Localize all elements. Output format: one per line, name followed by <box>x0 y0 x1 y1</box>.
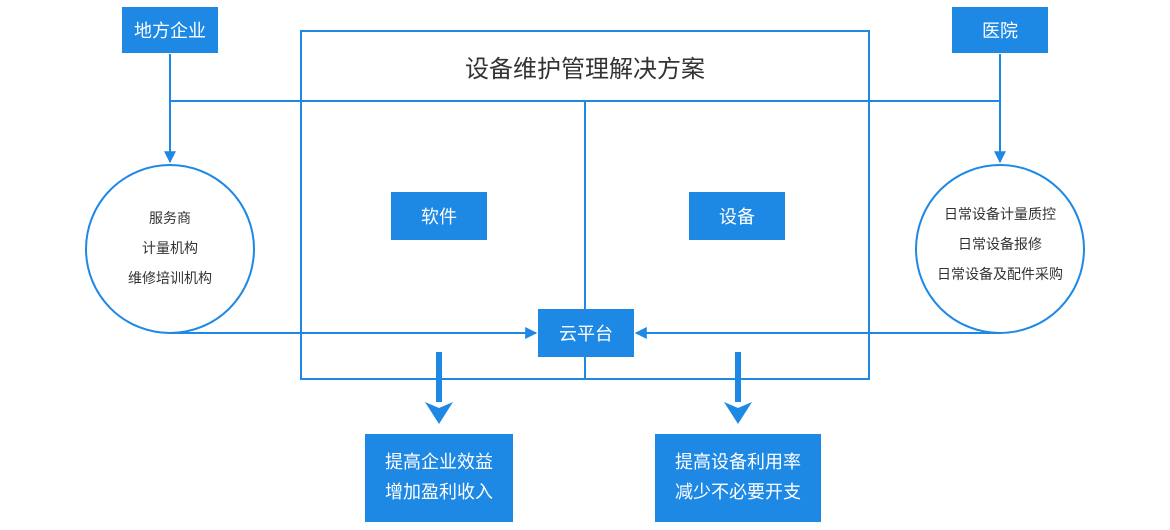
main-solution-box <box>300 30 870 380</box>
local-enterprise-label: 地方企业 <box>122 7 218 53</box>
left-outcome-box: 提高企业效益 增加盈利收入 <box>365 434 513 522</box>
left-circle-item: 维修培训机构 <box>128 271 212 287</box>
left-circle-item: 服务商 <box>149 211 191 227</box>
left-down-arrow <box>425 352 453 424</box>
left-circle-item: 计量机构 <box>142 241 198 257</box>
software-label: 软件 <box>391 192 487 240</box>
cloud-platform-label: 云平台 <box>538 309 634 357</box>
right-outcome-box: 提高设备利用率 减少不必要开支 <box>655 434 821 522</box>
right-circle-item: 日常设备报修 <box>958 237 1042 253</box>
left-outcome-line: 提高企业效益 <box>385 452 493 473</box>
left-outcome-line: 增加盈利收入 <box>385 482 493 503</box>
right-circle-item: 日常设备及配件采购 <box>937 267 1063 283</box>
right-circle-list: 日常设备计量质控 日常设备报修 日常设备及配件采购 <box>910 170 1090 320</box>
equipment-label: 设备 <box>689 192 785 240</box>
right-outcome-line: 减少不必要开支 <box>675 482 801 503</box>
right-outcome-line: 提高设备利用率 <box>675 452 801 473</box>
diagram-title: 设备维护管理解决方案 <box>465 54 705 83</box>
right-down-arrow <box>724 352 752 424</box>
right-circle-item: 日常设备计量质控 <box>944 207 1056 223</box>
left-circle-list: 服务商 计量机构 维修培训机构 <box>90 174 250 324</box>
hospital-label: 医院 <box>952 7 1048 53</box>
